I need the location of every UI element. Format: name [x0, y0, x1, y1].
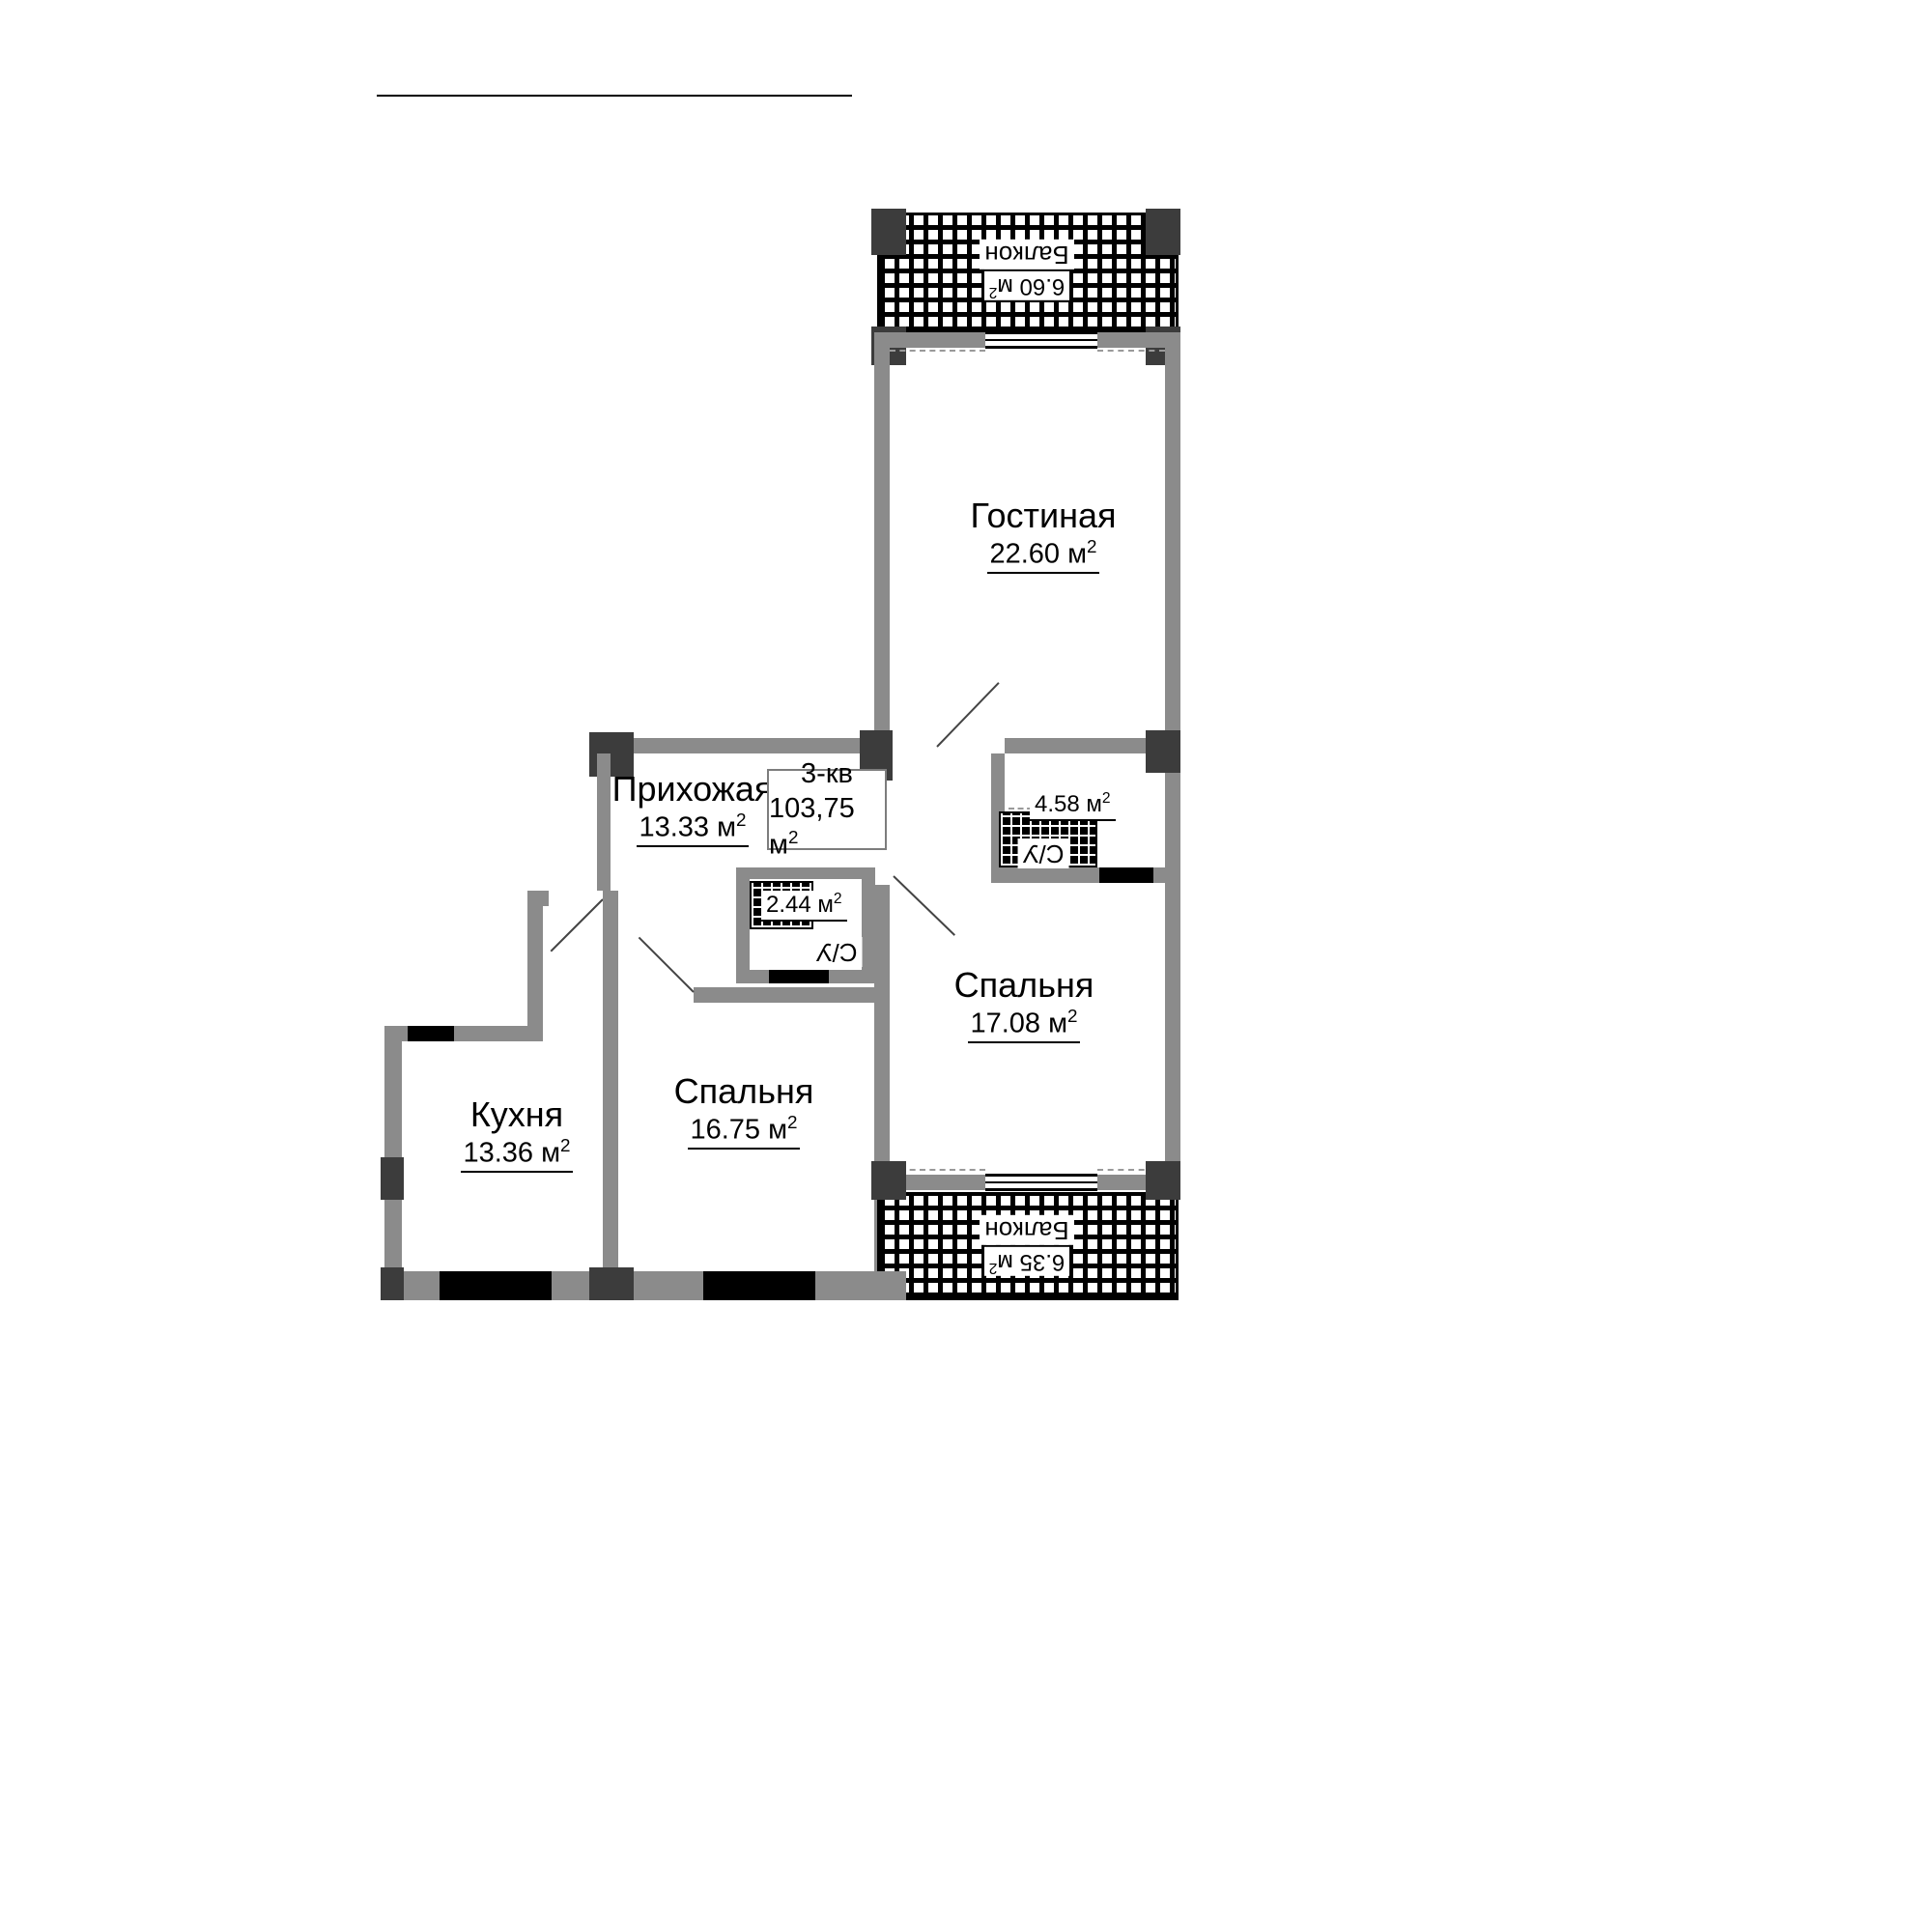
window-bedroom-right	[985, 1174, 1097, 1191]
column	[589, 1267, 634, 1300]
balcony-bottom-area: 6.35 м2	[921, 1245, 1133, 1276]
area-sup: 2	[988, 283, 998, 300]
dash-line	[890, 1169, 985, 1171]
area-value: 2.44 м	[766, 892, 834, 918]
area-value: 6.35 м	[997, 1248, 1065, 1275]
column	[381, 1157, 404, 1200]
wall-kitchen-divider	[603, 891, 618, 1273]
area-value: 6.60 м	[997, 272, 1065, 299]
balcony-top-name: Балкон	[921, 240, 1133, 270]
room-area: 13.36 м2	[411, 1135, 623, 1173]
wall-bathroom-small-left	[736, 879, 750, 983]
bathroom-main-name: С/У	[1018, 838, 1069, 868]
room-name: Балкон	[980, 1215, 1074, 1245]
door-bedroom-center	[638, 936, 695, 993]
column	[589, 732, 634, 777]
header-rule	[377, 95, 852, 97]
area-value: 17.08 м	[970, 1008, 1068, 1039]
area-value: 4.58 м	[1035, 791, 1102, 817]
area-sup: 2	[1087, 536, 1097, 557]
room-area: 13.33 м2	[591, 810, 794, 847]
wall-living-bottom-right	[1005, 738, 1180, 753]
room-name: Гостиная	[970, 496, 1117, 535]
room-name: С/У	[811, 937, 863, 967]
hallway-label: Прихожая 13.33 м2	[591, 768, 794, 847]
column	[381, 1267, 404, 1300]
bathroom-small-area: 2.44 м2	[761, 891, 847, 922]
area-sup: 2	[1101, 790, 1111, 807]
window-bedroom-center	[703, 1271, 815, 1300]
area-sup: 2	[736, 810, 747, 831]
room-area: 16.75 м2	[638, 1112, 850, 1150]
living-room-label: Гостиная 22.60 м2	[937, 495, 1150, 574]
window-living	[985, 331, 1097, 349]
vent-mark	[408, 1026, 454, 1041]
room-area: 17.08 м2	[918, 1006, 1130, 1043]
wall-bathroom-small-right	[862, 879, 875, 983]
apartment-total-area: 103,75 м2	[769, 791, 885, 863]
room-name: Прихожая	[611, 769, 774, 809]
column	[871, 1161, 906, 1200]
area-sup: 2	[560, 1135, 571, 1156]
wall-hallway-left	[597, 753, 611, 891]
balcony-top-area: 6.60 м2	[921, 270, 1133, 300]
room-name: Балкон	[980, 240, 1074, 270]
room-name: Спальня	[673, 1071, 814, 1111]
dash-line	[890, 350, 985, 352]
wall-bedroom-center-top	[694, 987, 875, 1003]
column	[871, 209, 906, 255]
door-living	[936, 682, 1000, 748]
room-name: С/У	[1018, 838, 1069, 868]
balcony-bottom-name: Балкон	[921, 1215, 1133, 1245]
wall-living-left	[874, 348, 890, 753]
ventilation-shaft	[999, 811, 1097, 867]
area-value: 13.36 м	[463, 1137, 561, 1169]
area-sup: 2	[833, 891, 842, 907]
vent-mark	[1099, 867, 1153, 883]
area-value: 16.75 м	[690, 1114, 788, 1146]
apartment-info-box: 3-кв 103,75 м2	[767, 758, 887, 861]
wall-bathroom-small-top	[736, 867, 875, 879]
room-name: Кухня	[469, 1094, 564, 1134]
area-sup: 2	[787, 827, 799, 848]
bedroom-right-label: Спальня 17.08 м2	[918, 964, 1130, 1043]
dash-line	[1097, 1169, 1165, 1171]
area-value: 13.33 м	[639, 811, 737, 843]
area-value: 103,75 м	[769, 793, 855, 861]
bathroom-small-name: С/У	[811, 937, 863, 967]
window-kitchen	[440, 1271, 552, 1300]
door-bedroom-right	[893, 875, 955, 936]
area-value: 22.60 м	[989, 538, 1088, 570]
area-sup: 2	[787, 1112, 798, 1133]
wall-kitchen-upper-left	[527, 891, 543, 1041]
door-kitchen	[550, 898, 604, 952]
wall-hallway-top	[597, 738, 889, 753]
bathroom-main-area: 4.58 м2	[1030, 790, 1116, 821]
column	[1146, 209, 1180, 255]
balcony-bottom-label: 6.35 м2 Балкон	[921, 1215, 1133, 1276]
apartment-type: 3-кв	[801, 757, 853, 789]
balcony-top-label: 6.60 м2 Балкон	[921, 240, 1133, 300]
dash-line	[1097, 350, 1165, 352]
column	[1146, 730, 1180, 773]
area-sup: 2	[1067, 1006, 1078, 1027]
kitchen-label: Кухня 13.36 м2	[411, 1094, 623, 1173]
column	[1146, 1161, 1180, 1200]
room-area: 22.60 м2	[937, 536, 1150, 574]
area-sup: 2	[988, 1259, 998, 1276]
room-name: Спальня	[953, 965, 1094, 1005]
bedroom-center-label: Спальня 16.75 м2	[638, 1070, 850, 1150]
vent-mark	[769, 970, 829, 983]
